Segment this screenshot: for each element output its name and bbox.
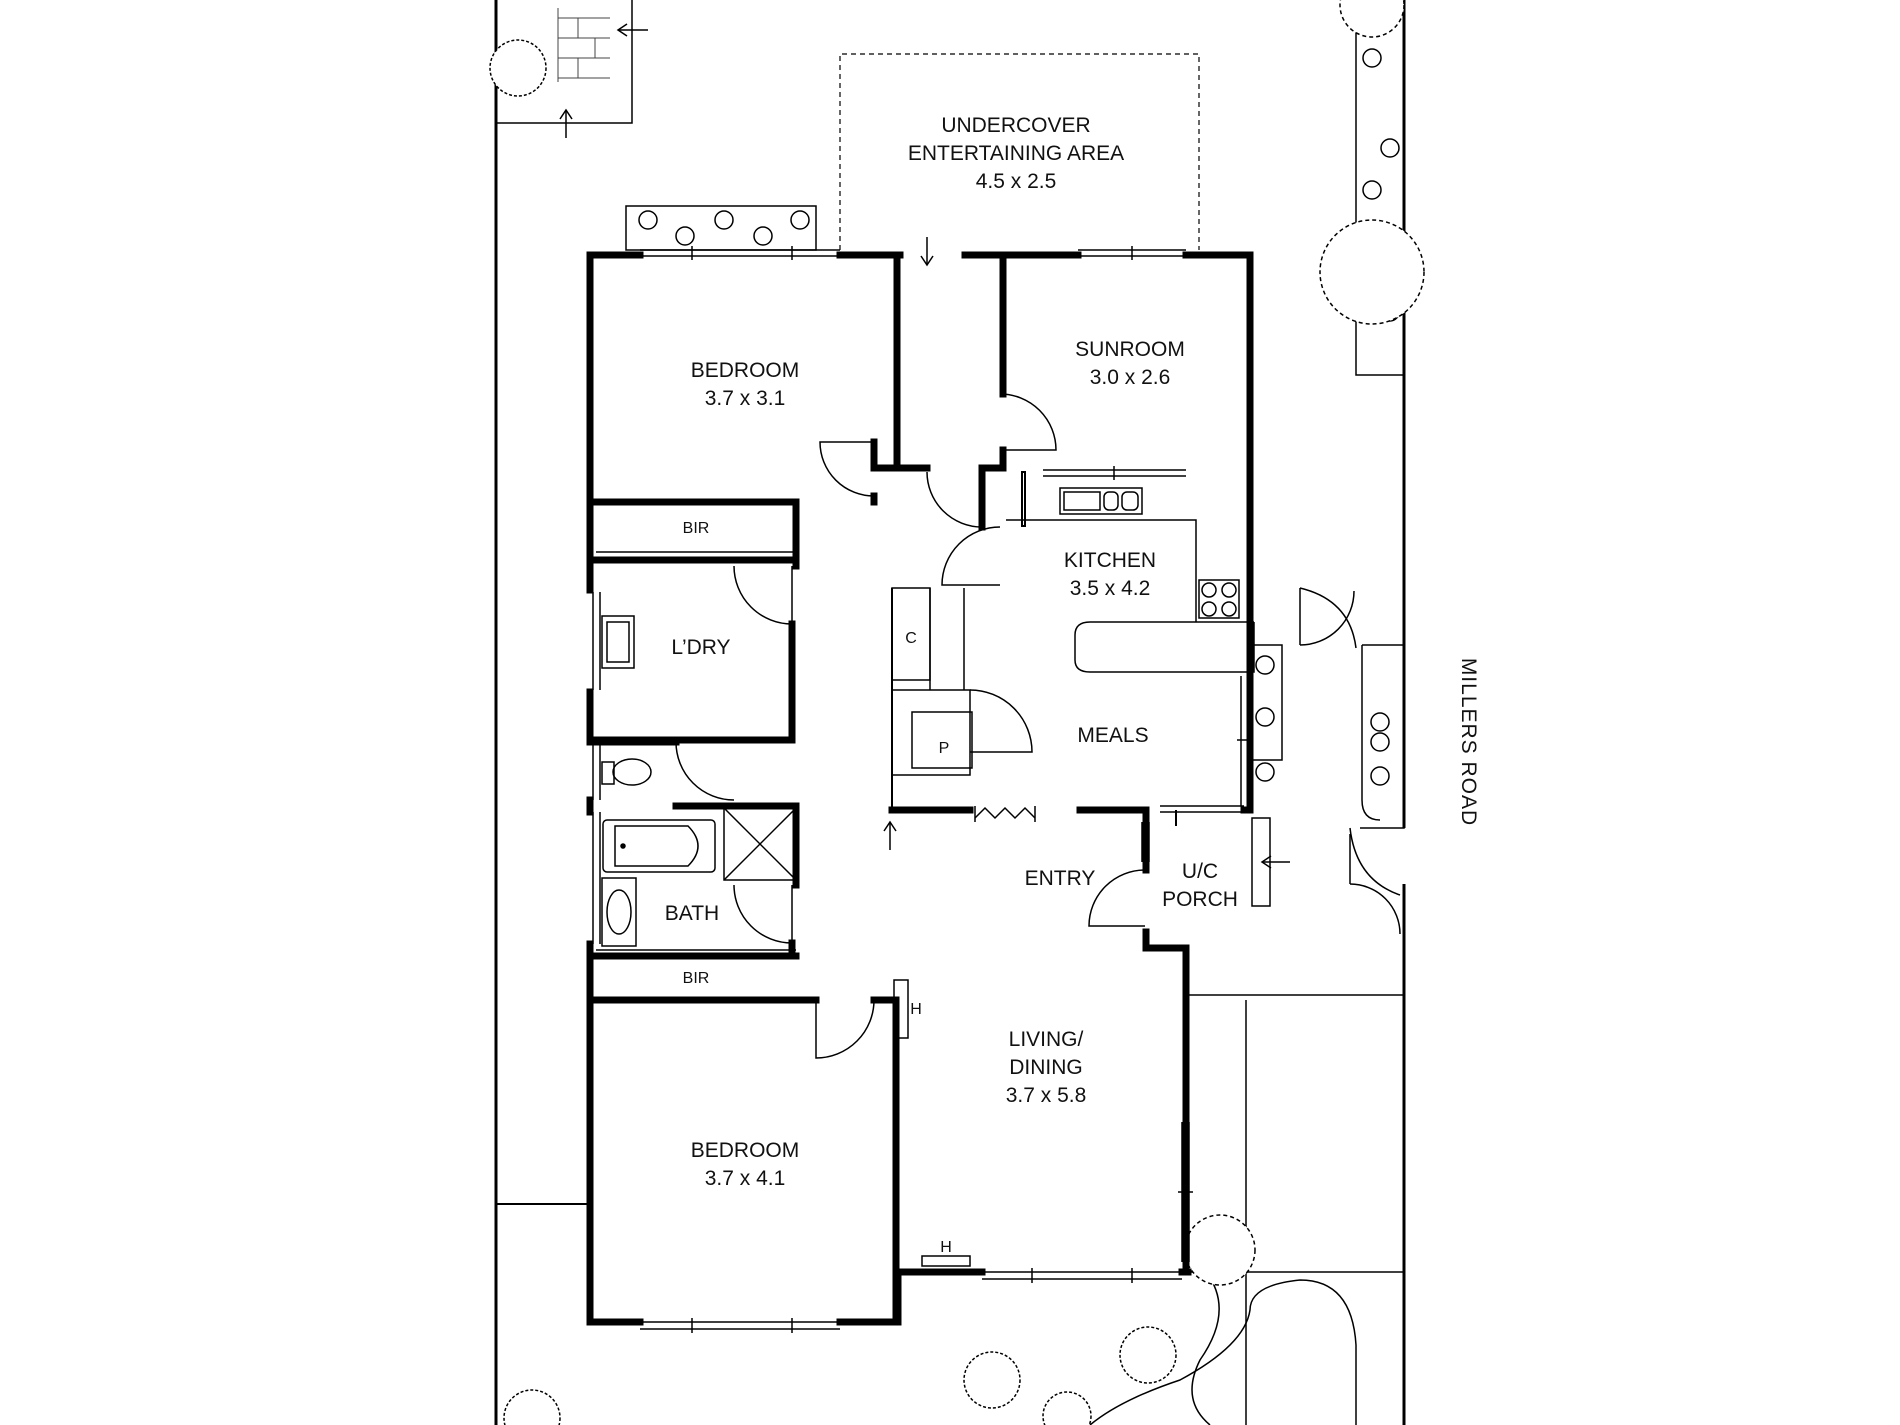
heater-living-label: H: [940, 1239, 952, 1256]
bedroom2-size: 3.7 x 4.1: [705, 1167, 786, 1190]
entertaining-area-size: 4.5 x 2.5: [976, 170, 1057, 193]
sunroom-name: SUNROOM: [1075, 338, 1185, 361]
kitchen-size: 3.5 x 4.2: [1070, 577, 1151, 600]
sunroom-size: 3.0 x 2.6: [1090, 366, 1171, 389]
bir-bottom-label: BIR: [683, 970, 710, 987]
bedroom2-name: BEDROOM: [691, 1139, 800, 1162]
porch-name: U/C: [1182, 860, 1218, 883]
meals-name: MEALS: [1077, 724, 1148, 747]
planter-box-driveway: [1360, 644, 1405, 829]
kitchen-name: KITCHEN: [1064, 549, 1156, 572]
door-swings: [675, 393, 1401, 1059]
planter-box-right: [1355, 0, 1404, 376]
paved-area: [496, 0, 648, 138]
living-size: 3.7 x 5.8: [1006, 1084, 1087, 1107]
entertaining-area-name-2: ENTERTAINING AREA: [908, 142, 1124, 165]
street-name: MILLERS ROAD: [1457, 658, 1480, 826]
bir-top-label: BIR: [683, 520, 710, 537]
interior-fixtures: [596, 487, 1255, 1267]
walls: [586, 251, 1254, 1326]
cupboard-label: C: [905, 630, 917, 647]
entry-name: ENTRY: [1025, 867, 1096, 890]
living-name-2: DINING: [1009, 1056, 1083, 1079]
arrow-left-icon: [616, 23, 648, 37]
planter-box-top: [625, 205, 817, 251]
tree-icon: [489, 0, 1425, 1425]
bath-name: BATH: [665, 902, 719, 925]
entertaining-area-outline: [839, 53, 1200, 250]
entry-arrows: [883, 237, 1290, 869]
windows: [592, 246, 1271, 1333]
arrow-up-icon: [559, 108, 573, 138]
laundry-name: L’DRY: [671, 636, 730, 659]
bedroom1-name: BEDROOM: [691, 359, 800, 382]
bedroom1-size: 3.7 x 3.1: [705, 387, 786, 410]
entertaining-area-name: UNDERCOVER: [941, 114, 1090, 137]
porch-name-2: PORCH: [1162, 888, 1238, 911]
arrow-down-icon: [920, 237, 934, 267]
living-name: LIVING/: [1009, 1028, 1084, 1051]
arrow-left-icon: [1260, 855, 1290, 869]
pantry-label: P: [939, 740, 950, 757]
heater-hall-label: H: [910, 1001, 922, 1018]
room-labels: UNDERCOVER ENTERTAINING AREA 4.5 x 2.5 B…: [665, 114, 1238, 1256]
garden-path: [1089, 587, 1401, 1425]
arrow-up-icon: [883, 820, 897, 850]
